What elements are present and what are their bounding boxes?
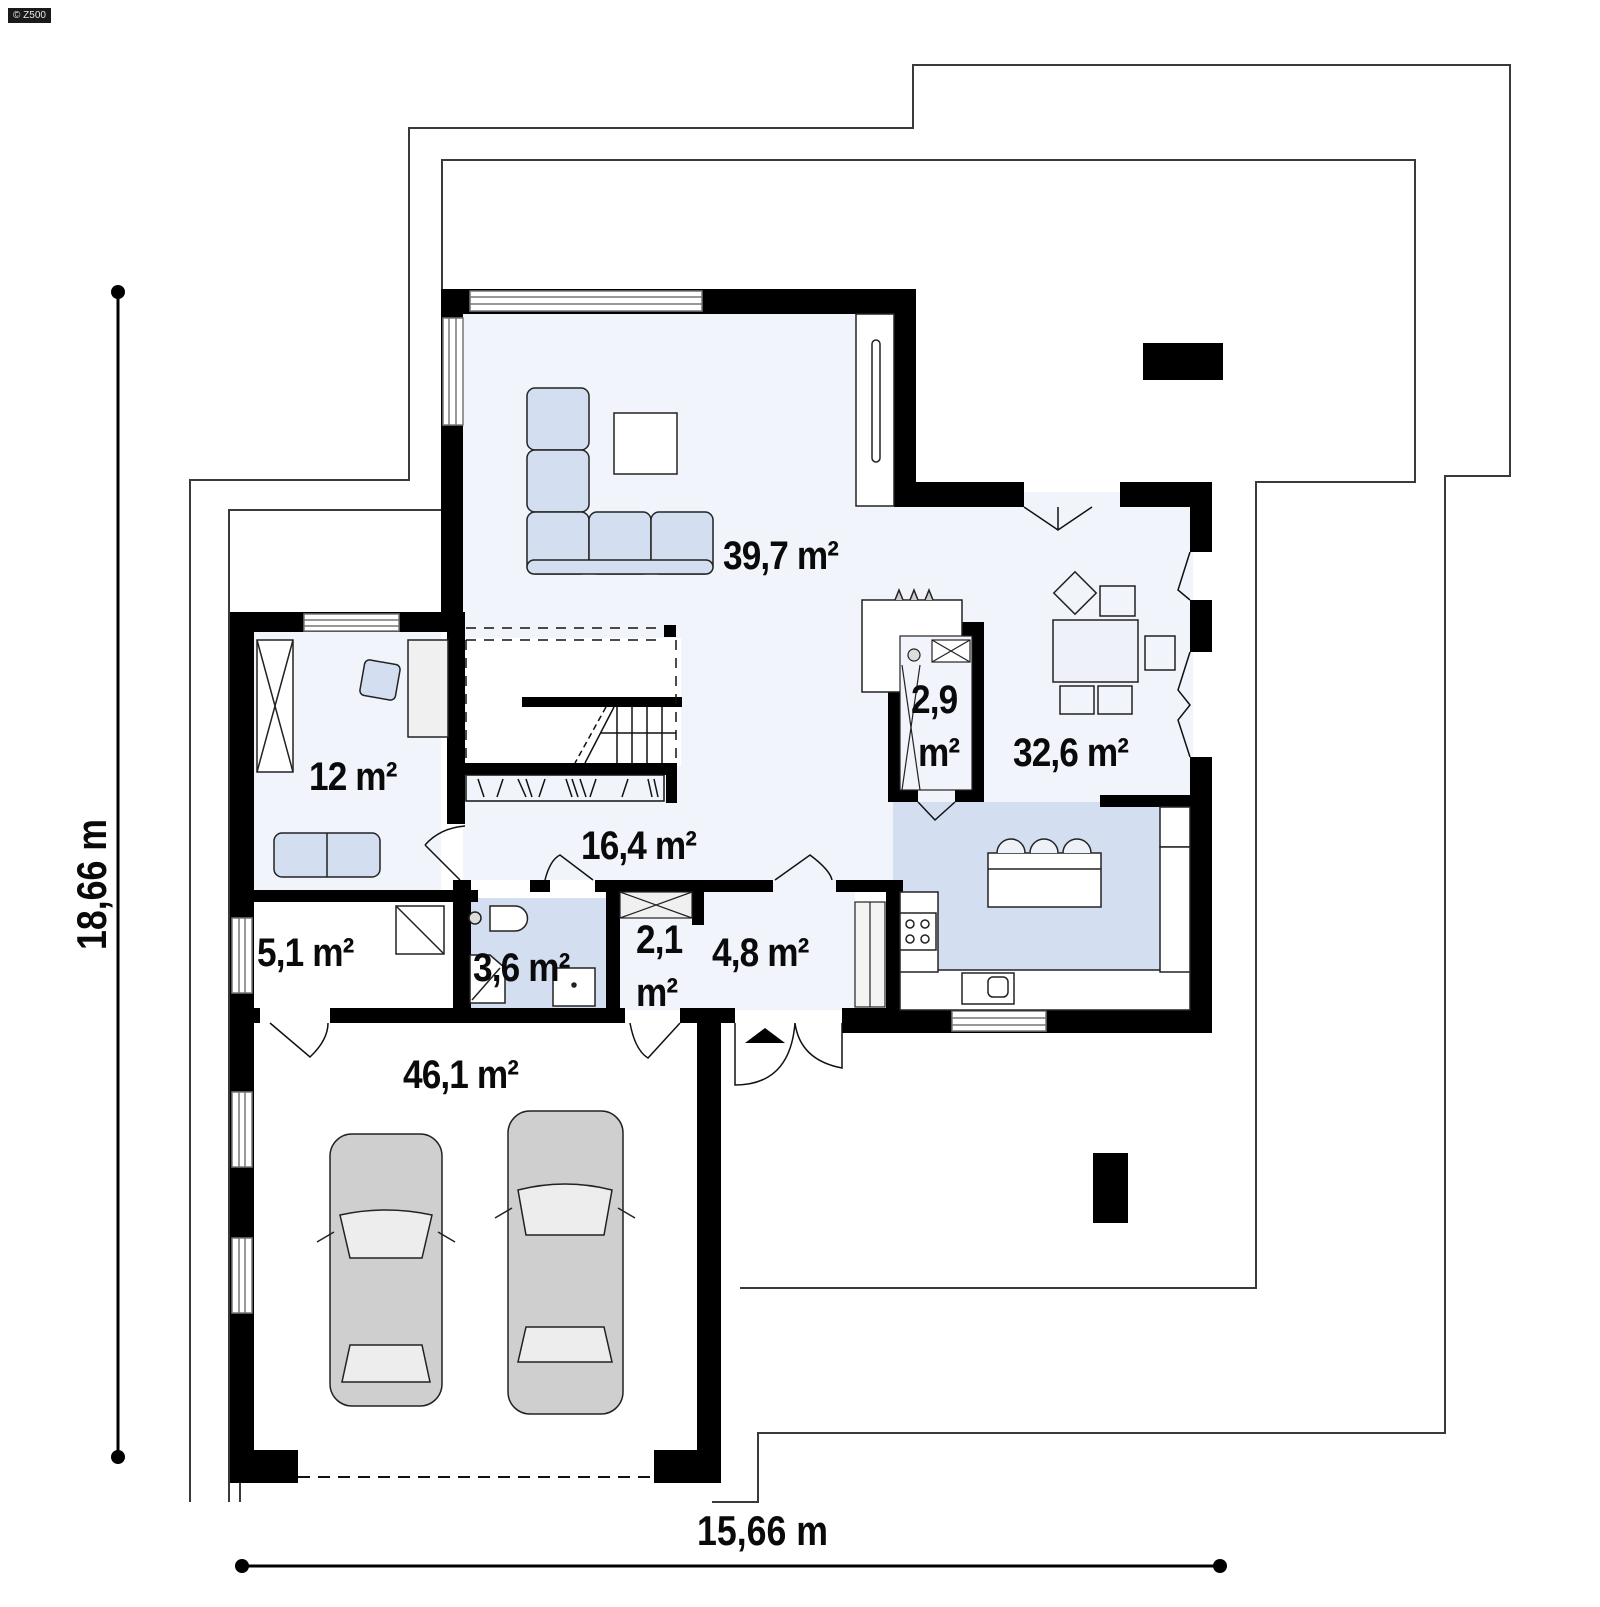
coffee-table — [613, 412, 678, 475]
office-door — [424, 825, 466, 881]
area-label-office: 12 m² — [309, 755, 397, 799]
area-label-living-room: 39,7 m² — [723, 534, 839, 578]
window-kitchen — [951, 1010, 1047, 1032]
area-label-pantry-line1: 2,9 — [911, 678, 958, 722]
tv-icon — [871, 339, 881, 463]
bar-stools — [996, 838, 1092, 854]
office-chair — [359, 659, 401, 701]
area-label-dining: 32,6 m² — [1013, 731, 1129, 775]
kitchen-island — [987, 852, 1102, 908]
pantry-door — [917, 801, 956, 822]
terrace-door-top — [1023, 506, 1093, 531]
closet-fixtures — [619, 891, 693, 919]
bath-fixtures — [395, 905, 596, 1007]
toilet-icon — [489, 905, 529, 932]
kitchen-counter-bottom — [899, 969, 1191, 1011]
fridge — [1159, 806, 1191, 848]
area-label-hall: 16,4 m² — [581, 824, 697, 868]
corner-sofa — [526, 387, 714, 575]
kitchen-fixtures — [899, 806, 1191, 1011]
window-office — [303, 613, 400, 632]
dining-table — [1052, 619, 1139, 683]
copyright-watermark: © Z500 — [8, 8, 51, 23]
shower-icon — [469, 954, 506, 1004]
wardrobe-hall — [477, 778, 659, 798]
windows — [231, 290, 1047, 1314]
dimension-width-label: 15,66 m — [697, 1507, 829, 1554]
window-utility — [231, 917, 253, 994]
outer-roof-outline — [189, 64, 1511, 1503]
terrace-door-right-2 — [1177, 651, 1191, 758]
bathroom-door — [544, 854, 594, 881]
dimension-height-label: 18,66 m — [68, 818, 115, 950]
stairs — [465, 627, 677, 802]
vestibule-door — [774, 854, 833, 881]
window-garage-1 — [231, 1091, 253, 1168]
office-furniture — [256, 639, 449, 878]
desk — [407, 639, 449, 738]
area-label-vestibule: 4,8 m² — [712, 931, 809, 975]
area-label-bathroom: 3,6 m² — [473, 946, 570, 990]
inner-roof-outline — [228, 159, 1416, 1502]
entrance-door — [734, 1022, 843, 1086]
area-label-pantry-line2: m² — [918, 731, 960, 775]
car-right — [494, 1110, 636, 1415]
closet-door — [629, 1022, 681, 1059]
cooktop-icon — [899, 912, 937, 951]
area-label-closet-line2: m² — [636, 971, 678, 1015]
car-left — [316, 1133, 456, 1407]
area-label-closet-line1: 2,1 — [636, 918, 683, 962]
area-label-utility: 5,1 m² — [257, 931, 354, 975]
dining-set — [1052, 570, 1176, 715]
utility-door — [269, 1022, 329, 1059]
window-garage-2 — [231, 1237, 253, 1314]
terrace-door-right-1 — [1177, 551, 1191, 601]
kitchen-counter-right — [1159, 846, 1191, 973]
doors — [269, 506, 1191, 1086]
window-living-left — [442, 317, 464, 426]
area-label-garage: 46,1 m² — [403, 1053, 519, 1097]
vestibule-wardrobe — [854, 901, 886, 1008]
pantry-fixtures — [899, 635, 973, 791]
dimension-horizontal — [235, 1559, 1227, 1573]
dimension-vertical — [111, 285, 125, 1464]
window-living-top — [469, 290, 703, 312]
entrance-arrow-icon — [745, 1028, 785, 1043]
